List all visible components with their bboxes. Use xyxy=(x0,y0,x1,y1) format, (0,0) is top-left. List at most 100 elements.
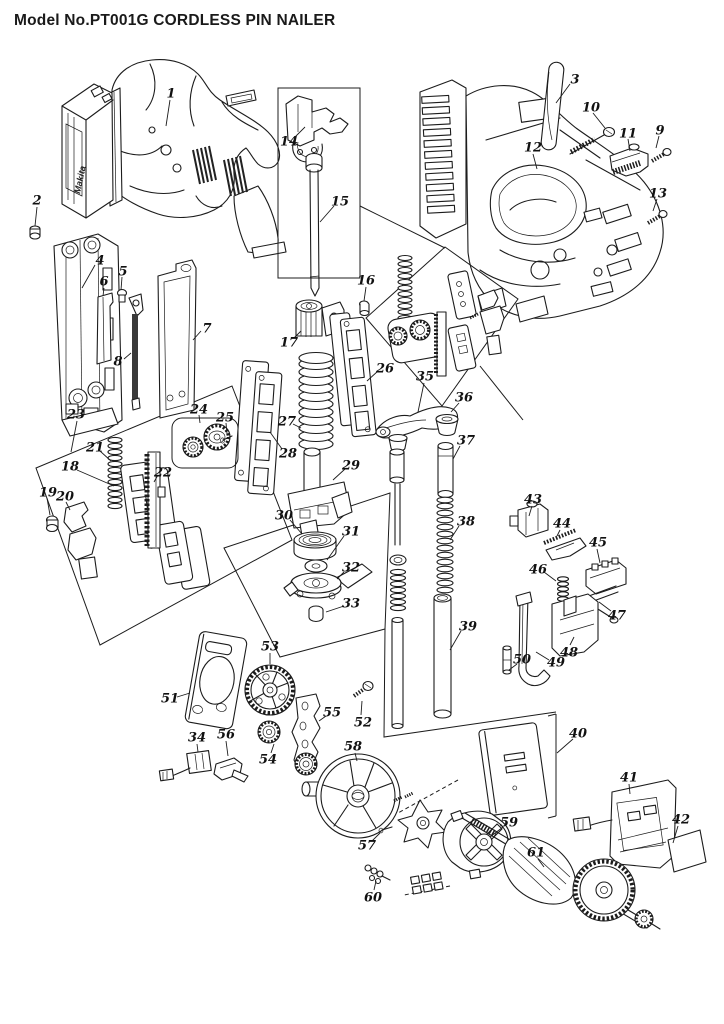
leader-line-50 xyxy=(508,663,518,671)
part-42-label-plate xyxy=(667,829,707,873)
part-19-nut xyxy=(45,515,59,533)
leader-line-2 xyxy=(34,206,38,227)
leader-line-25 xyxy=(225,422,228,435)
part-8-strip xyxy=(128,293,144,411)
part-callout-22: 22 xyxy=(153,466,172,481)
leader-line-20 xyxy=(65,501,71,511)
leader-line-12 xyxy=(532,153,538,170)
part-callout-43: 43 xyxy=(524,493,542,508)
part-callout-48: 48 xyxy=(560,646,578,661)
leader-line-4 xyxy=(81,264,96,289)
leader-line-44 xyxy=(556,529,561,537)
accessory-cluster-parts xyxy=(387,254,505,377)
part-36-cap xyxy=(435,413,459,437)
part-26-plates xyxy=(329,312,377,438)
part-callout-49: 49 xyxy=(547,656,565,671)
part-49-bracket xyxy=(515,591,551,687)
leader-line-16 xyxy=(363,286,367,302)
leader-line-29 xyxy=(332,468,346,481)
part-15-rod xyxy=(305,152,323,297)
part-callout-60: 60 xyxy=(364,891,382,906)
part-callout-52: 52 xyxy=(354,716,372,731)
part-callout-23: 23 xyxy=(66,408,85,423)
part-32-base-assembly xyxy=(283,563,373,600)
leader-line-59 xyxy=(489,826,504,838)
part-callout-21: 21 xyxy=(85,441,104,456)
part-callout-11: 11 xyxy=(619,127,637,142)
part-61-armature xyxy=(461,812,661,930)
part-25-pin xyxy=(220,435,233,444)
leader-line-35 xyxy=(417,382,425,413)
leader-line-9 xyxy=(655,135,660,149)
part-7-plate xyxy=(157,259,197,419)
leader-line-5 xyxy=(120,276,123,291)
part-45-switch-block xyxy=(585,557,627,595)
part-57-pin xyxy=(378,826,393,834)
leader-line-24 xyxy=(198,414,201,424)
part-callout-12: 12 xyxy=(524,141,542,156)
part-callout-41: 41 xyxy=(620,771,638,786)
leader-line-36 xyxy=(450,402,460,413)
part-34-connector xyxy=(158,750,212,782)
part-callout-56: 56 xyxy=(217,728,235,743)
part-callout-29: 29 xyxy=(341,459,360,474)
part-callout-31: 31 xyxy=(342,525,360,540)
leader-line-15 xyxy=(319,205,335,223)
part-58-end-cap xyxy=(301,753,401,839)
part-callout-51: 51 xyxy=(161,692,179,707)
leader-line-56 xyxy=(225,740,229,757)
part-callout-16: 16 xyxy=(357,274,375,289)
part-9-screw xyxy=(650,147,672,163)
part-51-gasket xyxy=(184,631,248,730)
part-callout-59: 59 xyxy=(500,816,518,831)
part-50-pin xyxy=(502,645,512,675)
leader-line-23 xyxy=(70,420,78,453)
part-11-latch xyxy=(609,143,649,177)
part-31-washer xyxy=(304,559,328,573)
part-10-screw xyxy=(569,126,616,155)
leader-line-48 xyxy=(569,636,575,646)
part-callout-58: 58 xyxy=(344,740,362,755)
part-5-stopper xyxy=(116,288,128,303)
part-callout-28: 28 xyxy=(278,447,297,462)
leader-line-55 xyxy=(318,715,327,722)
part-callout-10: 10 xyxy=(582,101,600,116)
leader-line-60 xyxy=(373,880,377,891)
part-callout-18: 18 xyxy=(61,460,79,475)
part-33-cap-nut xyxy=(308,605,324,623)
leader-line-38 xyxy=(449,525,460,541)
part-37-cylinder xyxy=(437,441,454,499)
fan-star-washer xyxy=(397,799,447,849)
part-callout-54: 54 xyxy=(259,753,277,768)
part-callout-2: 2 xyxy=(31,194,41,209)
part-54-pulley xyxy=(257,720,281,744)
part-14-bracket xyxy=(285,95,349,163)
part-callout-15: 15 xyxy=(331,195,349,210)
part-13-screw xyxy=(646,209,668,225)
part-callout-53: 53 xyxy=(261,640,279,655)
part-callout-7: 7 xyxy=(202,322,211,337)
part-callout-6: 6 xyxy=(99,275,108,290)
part-callout-30: 30 xyxy=(275,509,293,524)
leader-line-30 xyxy=(289,519,303,535)
part-28-plates xyxy=(234,360,283,496)
leader-line-33 xyxy=(325,605,345,613)
part-callout-36: 36 xyxy=(455,391,473,406)
page-title: Model No.PT001G CORDLESS PIN NAILER xyxy=(14,12,336,29)
part-callout-47: 47 xyxy=(608,609,626,624)
part-callout-34: 34 xyxy=(188,731,206,746)
part-3-strip xyxy=(540,61,565,151)
leader-line-31 xyxy=(326,535,345,561)
part-callout-20: 20 xyxy=(55,490,74,505)
leader-line-10 xyxy=(592,112,606,129)
leader-line-13 xyxy=(652,198,658,212)
part-callout-4: 4 xyxy=(95,254,104,269)
part-callout-27: 27 xyxy=(277,415,296,430)
leader-line-40 xyxy=(556,738,574,754)
part-43-switch xyxy=(509,500,549,538)
callout-boxes xyxy=(35,87,557,896)
part-callout-3: 3 xyxy=(570,73,579,88)
leader-line-57 xyxy=(371,832,381,842)
leader-line-46 xyxy=(543,571,557,582)
